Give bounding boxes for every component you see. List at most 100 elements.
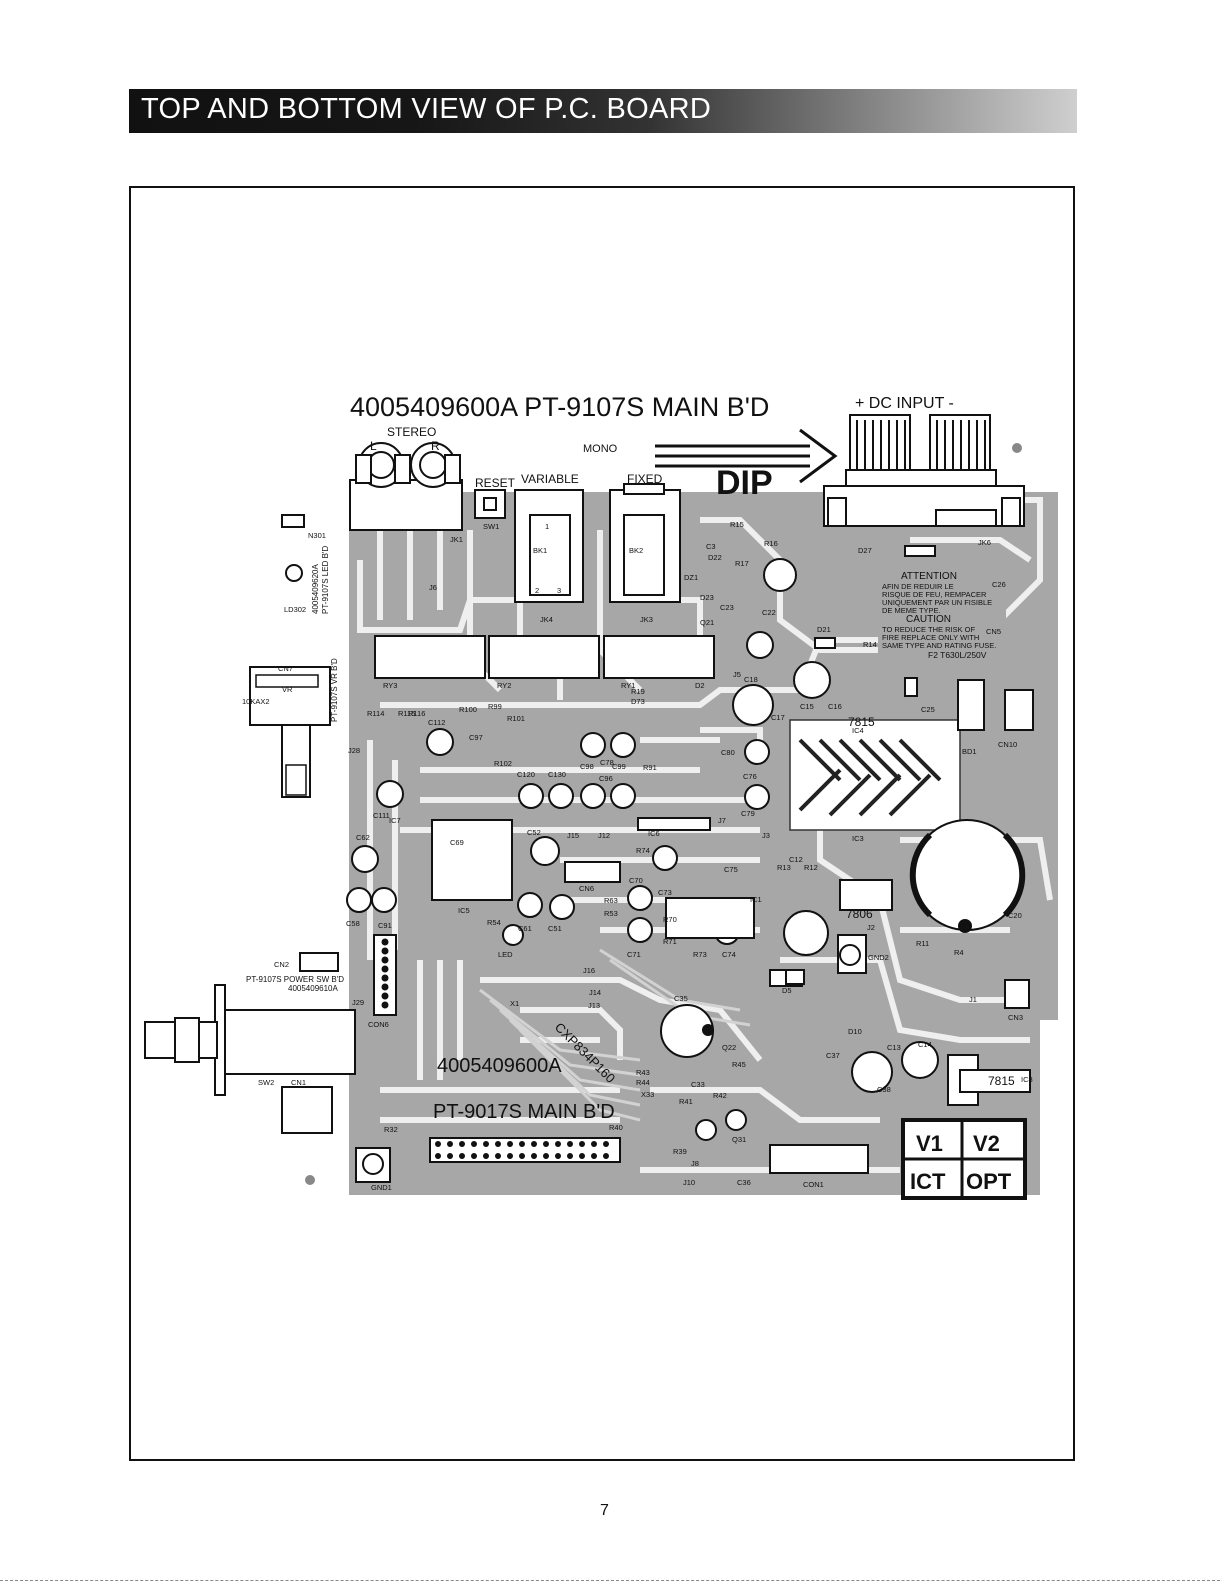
component-label-c37: C37 (826, 1051, 840, 1060)
component-label-x1: X1 (510, 999, 519, 1008)
component-label-c18: C18 (744, 675, 758, 684)
component-label-n301: N301 (308, 531, 326, 540)
component-label-r63: R63 (604, 896, 618, 905)
regulator-2-label: 7806 (846, 907, 873, 921)
component-label-r74: R74 (636, 846, 650, 855)
component-label-r40: R40 (609, 1123, 623, 1132)
component-label-d23: D23 (700, 593, 714, 602)
component-label-c16: C16 (828, 702, 842, 711)
component-label-j6: J6 (429, 583, 437, 592)
led-board-part: 4005409620A (311, 564, 320, 614)
dc-input-jack (823, 414, 1025, 527)
component-label-c80: C80 (721, 748, 735, 757)
relays (374, 635, 715, 679)
component-label-led: LED (498, 950, 513, 959)
component-label-j7: J7 (718, 816, 726, 825)
component-label-c35: C35 (674, 994, 688, 1003)
component-label-c23: C23 (720, 603, 734, 612)
rca-jacks (349, 442, 463, 531)
component-label-c98: C98 (580, 762, 594, 771)
component-label-c71: C71 (627, 950, 641, 959)
component-label-r45: R45 (732, 1060, 746, 1069)
component-label-r73: R73 (693, 950, 707, 959)
component-label-cn7: CN7 (278, 664, 293, 673)
component-label-c69: C69 (450, 838, 464, 847)
component-label-j2: J2 (867, 923, 875, 932)
component-label-con1: CON1 (803, 1180, 824, 1189)
component-label-r19: R19 (631, 687, 645, 696)
attention-line-4: DE MEME TYPE. (882, 606, 941, 615)
component-label-r116: R116 (408, 709, 425, 718)
component-label-c12: C12 (789, 855, 803, 864)
component-label-c79: C79 (741, 809, 755, 818)
component-label-c26: C26 (992, 580, 1006, 589)
mounting-holes (305, 443, 1022, 1185)
component-label-r15: R15 (730, 520, 744, 529)
component-label-c36: C36 (737, 1178, 751, 1187)
component-label-r70: R70 (663, 915, 677, 924)
component-label-j13: J13 (588, 1001, 600, 1010)
component-label-r17: R17 (735, 559, 749, 568)
component-label-c38: C38 (877, 1085, 891, 1094)
component-label-c13: C13 (887, 1043, 901, 1052)
caution-line-1: TO REDUCE THE RISK OF (882, 625, 975, 634)
reset-label: RESET (475, 476, 516, 490)
component-label-c120: C120 (517, 770, 535, 779)
component-label-cn10: CN10 (998, 740, 1017, 749)
component-label-d27: D27 (858, 546, 872, 555)
component-label-r43: R43 (636, 1068, 650, 1077)
component-label-r44: R44 (636, 1078, 650, 1087)
component-label-ry2: RY2 (497, 681, 511, 690)
caution-title: CAUTION (906, 614, 951, 625)
bottom-board-name: PT-9017S MAIN B'D (433, 1101, 615, 1123)
component-label-sw2: SW2 (258, 1078, 274, 1087)
stereo-label: STEREO (387, 425, 436, 439)
caution-line-2: FIRE REPLACE ONLY WITH (882, 633, 979, 642)
regulator-1-label: 7815 (848, 715, 875, 729)
component-label-q21: Q21 (700, 618, 714, 627)
component-label-r102: R102 (494, 759, 512, 768)
dip-label: DIP (716, 464, 773, 502)
component-label-10kax2: 10KAX2 (242, 697, 270, 706)
power-board-name: PT-9107S POWER SW B'D (246, 975, 344, 984)
component-label-j1: J1 (969, 995, 977, 1004)
dip-switches (474, 483, 681, 603)
component-label-ry1: RY1 (621, 681, 635, 690)
component-label-r12: R12 (804, 863, 818, 872)
component-label-c91: C91 (378, 921, 392, 930)
component-label-vr: VR (282, 685, 293, 694)
component-labels: JK1 JK3 JK4 JK6 BK1 BK2 SW1 SW2 RY1 RY2 … (242, 520, 1033, 1192)
version-v2: V2 (973, 1131, 1000, 1156)
caution-line-3: SAME TYPE AND RATING FUSE. (882, 641, 996, 650)
component-label-c52: C52 (527, 828, 541, 837)
connector-j10 (429, 1137, 621, 1163)
attention-title: ATTENTION (901, 571, 957, 582)
variable-label: VARIABLE (521, 472, 579, 486)
integrated-circuits (355, 679, 1034, 1183)
component-label-cn2: CN2 (274, 960, 289, 969)
fuse-rating: F2 T630L/250V (928, 650, 987, 660)
vr-board (249, 666, 331, 798)
component-label-c22: C22 (762, 608, 776, 617)
component-label-c112: C112 (428, 718, 445, 727)
component-label-j5: J5 (733, 670, 741, 679)
power-switch-board (144, 952, 356, 1134)
right-channel-label: R (431, 439, 440, 453)
electrolytic-capacitors (346, 558, 939, 1141)
component-label-ic4: IC4 (852, 726, 864, 735)
led-component (502, 924, 524, 946)
component-label-d22: D22 (708, 553, 722, 562)
component-label-r16: R16 (764, 539, 778, 548)
component-label-jk1: JK1 (450, 535, 463, 544)
figure-frame (129, 186, 1075, 1461)
component-label-c17: C17 (771, 713, 785, 722)
component-label-r14: R14 (863, 640, 877, 649)
component-label-r99: R99 (488, 702, 502, 711)
component-label-ic5: IC5 (458, 906, 470, 915)
component-label-r101: R101 (507, 714, 525, 723)
diodes (785, 545, 936, 985)
vr-board-name: PT-9107S VR B'D (330, 658, 339, 722)
component-label-c130: C130 (548, 770, 566, 779)
power-board-part: 4005409610A (288, 984, 338, 993)
